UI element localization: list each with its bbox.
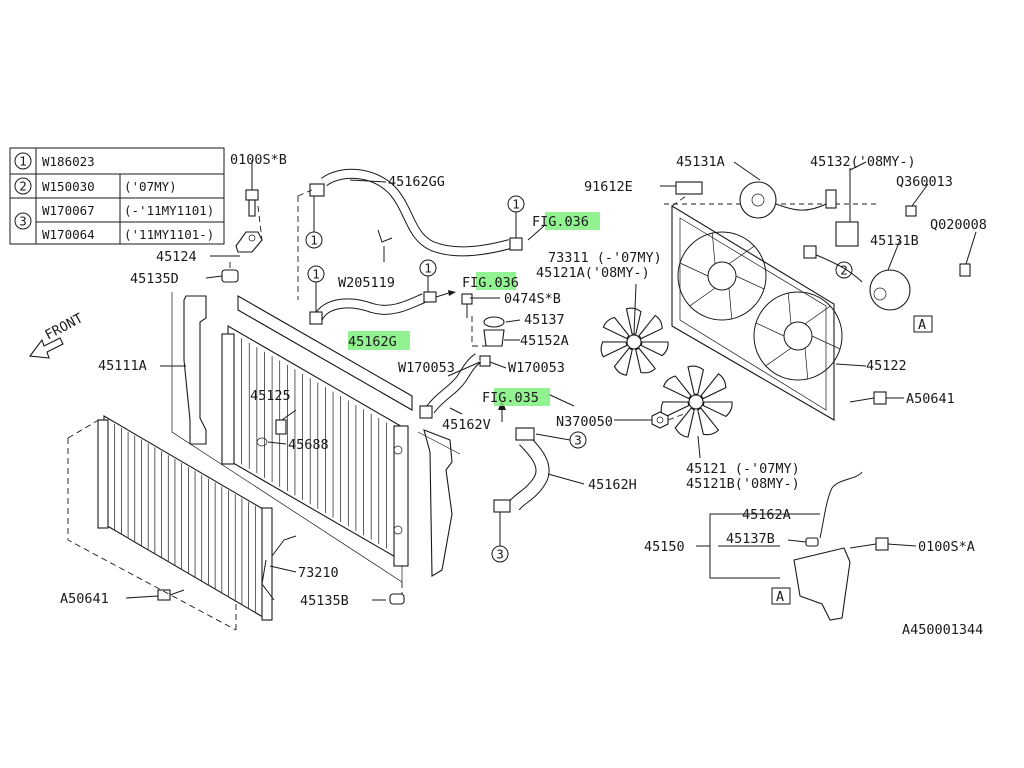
highlight-45162g [348, 331, 410, 350]
leader-lines [125, 160, 977, 601]
front-label: FRONT [42, 310, 85, 343]
callout-3a: 3 [574, 433, 582, 448]
legend-code-2: W150030 [42, 179, 95, 194]
label-45135d[interactable]: 45135D [130, 271, 179, 287]
label-45122[interactable]: 45122 [866, 358, 907, 374]
label-45162g[interactable]: 45162G [348, 334, 397, 350]
label-45121[interactable]: 45121 (-'07MY) [686, 461, 800, 477]
front-arrow: FRONT [28, 310, 86, 359]
fan-shroud [664, 195, 880, 421]
highlight-fig035 [494, 388, 550, 406]
label-plate-91612e [675, 181, 703, 195]
callout-1a: 1 [310, 233, 318, 248]
mount-45135b [389, 593, 405, 605]
screw-q360013 [905, 205, 917, 217]
label-45150[interactable]: 45150 [644, 539, 685, 555]
bolt-a50641-right [849, 391, 887, 405]
label-91612e[interactable]: 91612E [584, 179, 633, 195]
module-45132 [835, 168, 859, 247]
label-q020008[interactable]: Q020008 [930, 217, 987, 233]
ref-box-a-1 [913, 315, 933, 333]
callout-2: 2 [840, 263, 848, 278]
callout-3b: 3 [496, 547, 504, 562]
label-45162h[interactable]: 45162H [588, 477, 637, 493]
bleeder-assembly [461, 293, 505, 367]
legend-code-3a: W170067 [42, 203, 95, 218]
highlight-fig036-top [545, 212, 600, 230]
ref-box-a-2 [771, 587, 791, 605]
ref-a-2: A [776, 589, 784, 605]
label-45135b[interactable]: 45135B [300, 593, 349, 609]
label-45131b[interactable]: 45131B [870, 233, 919, 249]
label-45162gg[interactable]: 45162GG [388, 174, 445, 190]
legend-code-1: W186023 [42, 154, 95, 169]
label-n370050[interactable]: N370050 [556, 414, 613, 430]
legend-note-3a: (-'11MY1101) [124, 203, 214, 218]
condenser [97, 415, 297, 621]
label-45137[interactable]: 45137 [524, 312, 565, 328]
label-45137b[interactable]: 45137B [726, 531, 775, 547]
upper-hose [297, 168, 523, 300]
callout-1c: 1 [312, 267, 320, 282]
label-q360013[interactable]: Q360013 [896, 174, 953, 190]
label-45162v[interactable]: 45162V [442, 417, 491, 433]
label-0100s-b[interactable]: 0100S*B [230, 152, 287, 168]
label-45125[interactable]: 45125 [250, 388, 291, 404]
link-fig035[interactable]: FIG.035 [482, 390, 539, 406]
lower-hose [493, 400, 550, 513]
label-a50641-right[interactable]: A50641 [906, 391, 955, 407]
label-45121a[interactable]: 45121A('08MY-) [536, 265, 650, 281]
right-shroud-panel [417, 429, 461, 577]
label-73210[interactable]: 73210 [298, 565, 339, 581]
callouts: 1 1 1 1 2 3 3 [305, 195, 853, 563]
part-labels: 0100S*B 45162GG 45124 45135D W205119 047… [60, 152, 987, 638]
label-45131a[interactable]: 45131A [676, 154, 725, 170]
legend-num-2: 2 [19, 179, 27, 194]
legend-num-3: 3 [19, 214, 27, 229]
label-73311[interactable]: 73311 (-'07MY) [548, 250, 662, 266]
hose-45162g [309, 290, 456, 325]
label-w170053-a[interactable]: W170053 [398, 360, 455, 376]
diagram-id: A450001344 [902, 622, 983, 638]
fan-73311 [600, 307, 669, 376]
label-w205119[interactable]: W205119 [338, 275, 395, 291]
motor-45131b [803, 245, 911, 311]
label-45132[interactable]: 45132('08MY-) [810, 154, 916, 170]
link-fig036-mid[interactable]: FIG.036 [462, 275, 519, 291]
legend-table: 1 W186023 2 W150030 ('07MY) 3 W170067 (-… [9, 147, 225, 245]
label-0474s-b[interactable]: 0474S*B [504, 291, 561, 307]
label-45688[interactable]: 45688 [288, 437, 329, 453]
label-0100s-a[interactable]: 0100S*A [918, 539, 975, 555]
legend-note-2: ('07MY) [124, 179, 177, 194]
nut-n370050 [651, 411, 685, 429]
label-45162a[interactable]: 45162A [742, 507, 791, 523]
fan-45121 [660, 365, 733, 438]
upper-bracket [221, 168, 263, 283]
label-45121b[interactable]: 45121B('08MY-) [686, 476, 800, 492]
label-w170053-b[interactable]: W170053 [508, 360, 565, 376]
radiator [221, 295, 413, 567]
callout-1d: 1 [424, 261, 432, 276]
label-45124[interactable]: 45124 [156, 249, 197, 265]
label-a50641-left[interactable]: A50641 [60, 591, 109, 607]
reservoir-tank [709, 471, 889, 621]
link-fig036-top[interactable]: FIG.036 [532, 214, 589, 230]
label-45152a[interactable]: 45152A [520, 333, 569, 349]
legend-code-3b: W170064 [42, 227, 95, 242]
legend-num-1: 1 [19, 154, 27, 169]
highlight-fig036-mid [476, 272, 516, 290]
callout-1b: 1 [512, 197, 520, 212]
label-45111a[interactable]: 45111A [98, 358, 147, 374]
motor-45131a [739, 181, 837, 219]
hose-45162v [419, 353, 482, 419]
legend-note-3b: ('11MY1101-) [124, 227, 214, 242]
screw-q020008 [959, 263, 971, 277]
ref-a-1: A [918, 317, 926, 333]
